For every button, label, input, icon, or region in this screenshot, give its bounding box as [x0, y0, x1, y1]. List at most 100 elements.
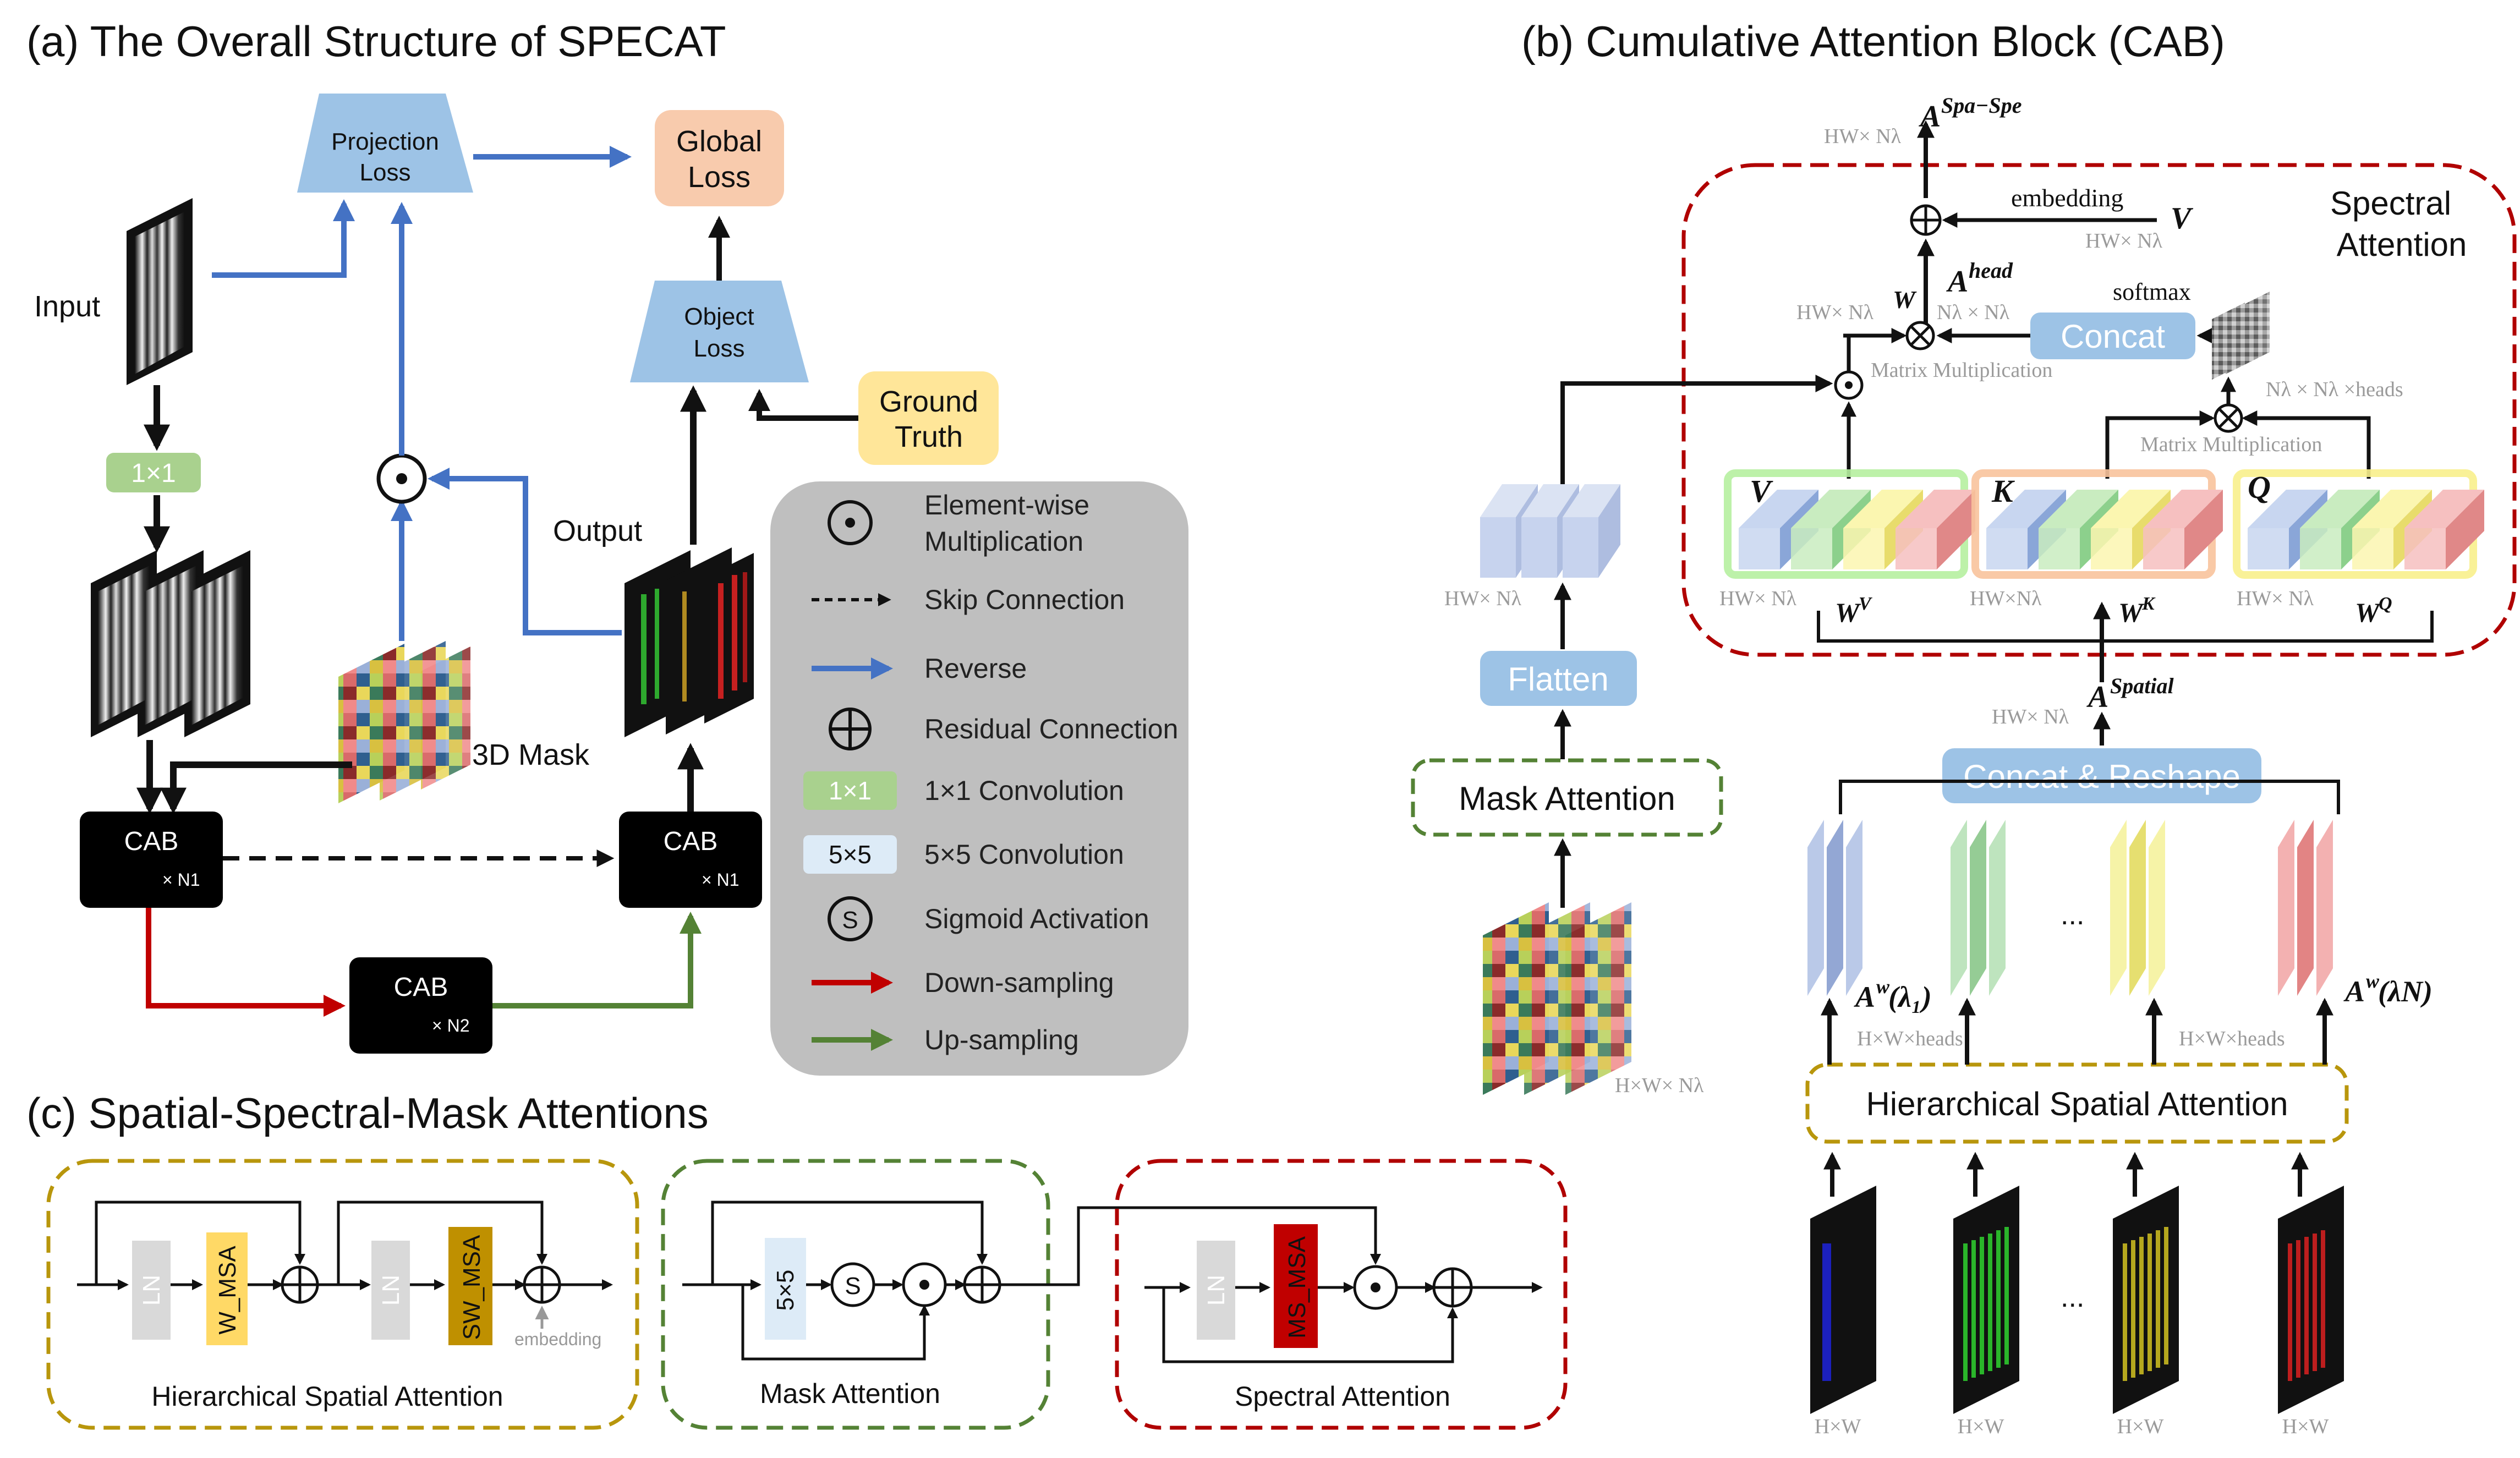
concat-label: Concat — [2061, 318, 2165, 355]
legend-item-oplus: Residual Connection — [829, 708, 1178, 750]
band-dim-label: H×W — [2282, 1415, 2329, 1438]
legend-text: 5×5 Convolution — [924, 839, 1124, 870]
head-slice — [2149, 820, 2165, 996]
tensor-slab-front — [2091, 528, 2132, 569]
awn-arg: (λN) — [2378, 975, 2433, 1008]
tensor-slab-top — [2404, 490, 2484, 528]
tensor-slab-top — [1986, 490, 2066, 528]
oplus-cross-icon — [830, 709, 870, 749]
dim-mask-b: H×W× Nλ — [1615, 1074, 1704, 1097]
tensor-slab-top — [1791, 490, 1871, 528]
wk-W: W — [2118, 597, 2145, 628]
tensor-slab-front — [1739, 528, 1780, 569]
arrow-output-to-odot — [428, 468, 622, 635]
c-odot-2 — [1353, 1265, 1398, 1310]
band-stripe — [2288, 1243, 2292, 1381]
flattened-tensor — [1480, 484, 1620, 578]
band-stripe — [1963, 1243, 1968, 1381]
c-mask-branch — [741, 1285, 930, 1361]
odot-dot-icon — [845, 518, 855, 528]
arrow-truth-to-object — [748, 389, 858, 421]
tensor-slab-top — [2300, 490, 2380, 528]
odot-icon — [828, 500, 873, 545]
q-label: Q — [2248, 469, 2271, 505]
c-hsa-skip2 — [337, 1201, 547, 1285]
head-stack-3 — [2110, 820, 2165, 996]
arrow-k-to-otimes — [2105, 410, 2215, 479]
cab-encoder-label: CAB — [124, 827, 179, 856]
tensor-slab-top — [1843, 490, 1923, 528]
tensor-slab-front — [2300, 528, 2341, 569]
c-sigmoid-label: S — [845, 1273, 861, 1300]
head-slice — [2316, 820, 2333, 996]
a-spaspe-sup: Spa−Spe — [1941, 93, 2022, 118]
v-embed-label: V — [2171, 201, 2194, 235]
a-spaspe-A: A — [1919, 100, 1941, 134]
arrow-mask-to-cab — [160, 761, 352, 814]
dim-hw-nl-v: HW× Nλ — [2085, 229, 2163, 253]
w-label: W — [1893, 286, 1917, 314]
c-msmsa-label: MS_MSA — [1284, 1236, 1311, 1338]
tensor-slab-top — [2039, 490, 2118, 528]
tensor-slab-front — [2404, 528, 2446, 569]
input-image — [127, 198, 193, 385]
tensor-slab-top — [2143, 490, 2223, 528]
c-odot — [902, 1262, 947, 1307]
band-stripe — [2148, 1234, 2152, 1371]
wq-W: W — [2355, 597, 2381, 628]
c-ln-3-label: LN — [1203, 1275, 1230, 1306]
head-slice — [2297, 820, 2314, 996]
c-hsa-skip1 — [95, 1201, 305, 1285]
awn-A: A — [2343, 975, 2365, 1008]
c-embedding-label: embedding — [514, 1329, 601, 1349]
band-stripe — [2156, 1230, 2160, 1368]
projection-loss-line2: Loss — [360, 159, 411, 186]
tensor-slab-front — [1896, 528, 1937, 569]
aw1-A: A — [1854, 980, 1875, 1013]
matmul-label-1: Matrix Multiplication — [1871, 359, 2052, 382]
panel-c-title: (c) Spatial-Spectral-Mask Attentions — [26, 1089, 709, 1137]
oplus-top — [1910, 204, 1942, 236]
head-slice — [1951, 820, 1967, 996]
c-spectral-box — [1115, 1159, 1568, 1430]
a-head-sup: head — [1969, 258, 2013, 283]
dim-k: HW×Nλ — [1970, 587, 2042, 610]
mask-image-b — [1483, 902, 1631, 1095]
output-image — [624, 547, 754, 737]
aw1-arg: (λ₁) — [1888, 980, 1932, 1013]
legend-text: Sigmoid Activation — [924, 903, 1149, 934]
c-ln-1 — [132, 1241, 171, 1340]
tensor-slab-front — [1986, 528, 2028, 569]
otimes-mid — [1905, 321, 1935, 350]
embedding-label: embedding — [2011, 184, 2123, 212]
band-dim-label: H×W — [1815, 1415, 1861, 1438]
arrow-flatten-to-odot — [1560, 375, 1833, 495]
band-stripe — [2321, 1230, 2325, 1368]
conv1x1-box — [106, 453, 201, 492]
c-hsa-box — [46, 1159, 639, 1430]
attention-map-stack — [2212, 292, 2270, 380]
cab-bottleneck-repeat: × N2 — [432, 1016, 469, 1035]
head-slice — [1827, 820, 1843, 996]
projection-loss-box — [297, 94, 473, 193]
mask-attention-label: Mask Attention — [1459, 780, 1675, 817]
cab-bottleneck-label: CAB — [394, 973, 448, 1002]
band-image-4: H×W — [2278, 1152, 2344, 1438]
ground-truth-line2: Truth — [895, 420, 963, 453]
ground-truth-line1: Ground — [879, 385, 978, 418]
reshape-bracket — [1839, 780, 2340, 814]
v-tensor — [1724, 469, 1975, 579]
band-stripe — [1822, 1243, 1831, 1381]
band-stripe — [2004, 1227, 2009, 1364]
dim-v: HW× Nλ — [1719, 587, 1797, 610]
legend-text: Skip Connection — [924, 584, 1125, 615]
green-box-badge: 1×1 — [829, 776, 872, 805]
otimes-right — [2214, 403, 2243, 433]
object-loss-line2: Loss — [694, 335, 745, 362]
tensor-slab-front — [1843, 528, 1884, 569]
head-slice — [1807, 820, 1824, 996]
